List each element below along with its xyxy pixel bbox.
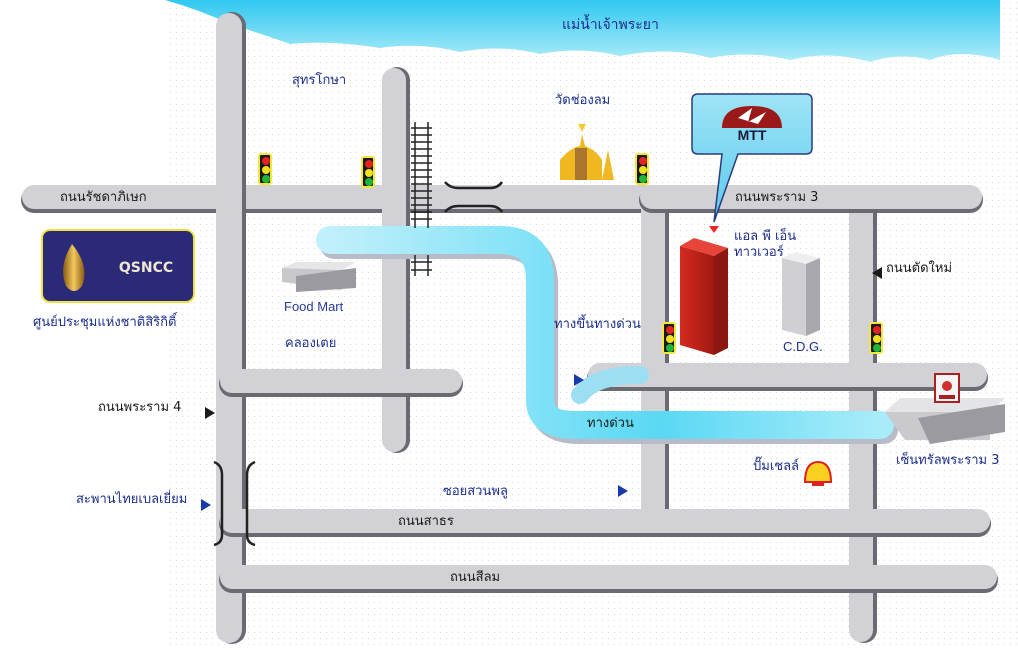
cdg-building [782, 252, 820, 336]
central-rama3-label: เซ็นทรัลพระราม 3 [896, 453, 1000, 468]
lpn-tower-label-line2: ทาวเวอร์ [734, 245, 784, 260]
qsncc-logo: QSNCC [41, 229, 195, 303]
qsncc-logo-text: QSNCC [119, 260, 173, 276]
silom-road-label: ถนนสีลม [450, 570, 501, 585]
lpn-tower-building [680, 238, 728, 355]
rama3-road-label: ถนนพระราม 3 [735, 190, 819, 205]
cdg-label: C.D.G. [783, 339, 823, 354]
tat-mai-road-label: ถนนตัดใหม่ [886, 261, 953, 276]
bridge-icon [444, 181, 504, 213]
traffic-light-icon [635, 153, 649, 185]
soi-suan-phlu-label: ซอยสวนพลู [443, 484, 508, 499]
shell-logo-icon [803, 460, 833, 486]
mtt-logo: MTT [738, 127, 767, 143]
food-mart-label: Food Mart [284, 299, 344, 314]
thai-belgian-bridge-label: สะพานไทยเบลเยี่ยม [76, 492, 188, 507]
expressway-entrance-label: ทางขึ้นทางด่วน [554, 317, 641, 332]
expressway-label: ทางด่วน [587, 416, 634, 431]
railway-icon [411, 122, 432, 276]
mtt-callout: MTT [691, 93, 813, 233]
central-building [885, 398, 1005, 444]
rama4-road-label: ถนนพระราม 4 [98, 400, 182, 415]
sathorn-road-label: ถนนสาธร [398, 514, 454, 529]
road-network [21, 12, 998, 644]
river-label: แม่น้ำเจ้าพระยา [562, 17, 659, 33]
river [165, 0, 1000, 62]
traffic-light-icon [258, 153, 272, 185]
traffic-light-icon [361, 156, 375, 188]
shell-label: ปั๊มเชลล์ [753, 459, 800, 474]
direction-arrow-icon [574, 374, 584, 386]
ratchadaphisek-road-label: ถนนรัชดาภิเษก [60, 190, 147, 205]
temple-icon [560, 124, 614, 180]
direction-arrow-icon [201, 499, 211, 511]
traffic-light-icon [662, 322, 676, 354]
bridge-icon [213, 460, 256, 547]
central-logo-icon [934, 373, 960, 403]
wat-label: วัดช่องลม [555, 93, 611, 108]
khlong-toei-label: คลองเตย [285, 336, 337, 351]
sukhothai-label: สุทรโกษา [292, 73, 347, 88]
expressway [316, 226, 898, 444]
lpn-tower-label-line1: แอล พี เอ็น [734, 229, 797, 244]
direction-arrow-icon [618, 485, 628, 497]
qsncc-name-label: ศูนย์ประชุมแห่งชาติสิริกิติ์ [33, 315, 177, 330]
direction-arrow-icon [205, 407, 215, 419]
traffic-light-icon [869, 322, 883, 354]
food-mart-building [282, 262, 356, 292]
direction-arrow-icon [872, 267, 882, 279]
